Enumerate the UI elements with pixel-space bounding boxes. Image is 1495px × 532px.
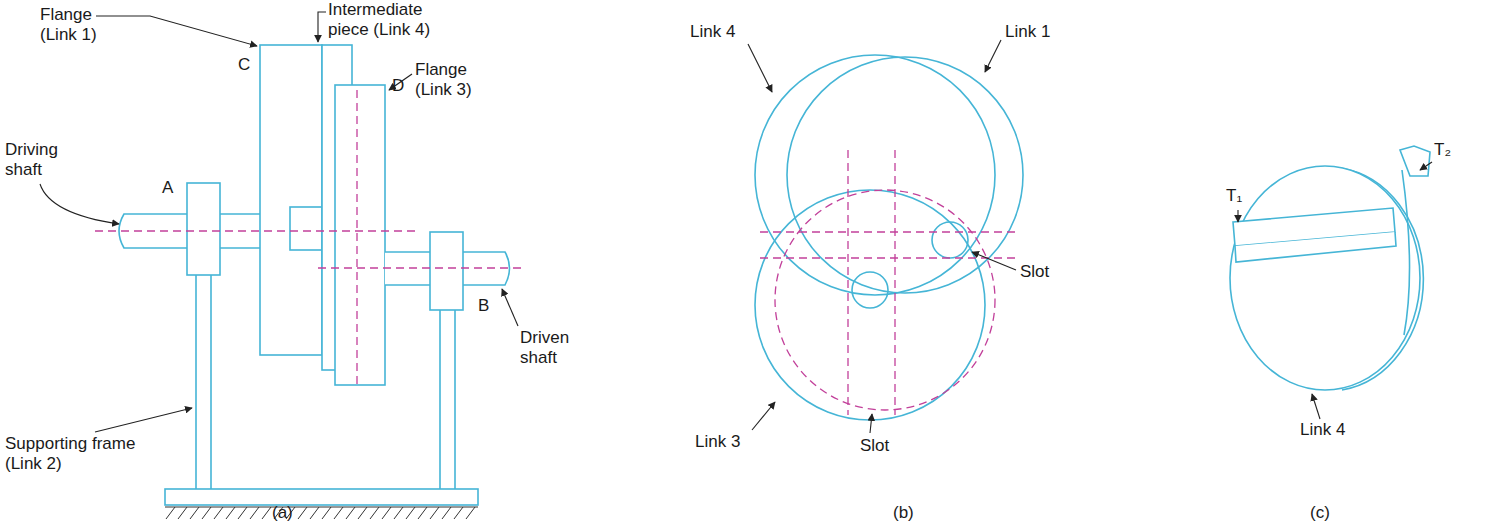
- part-label: Link 4: [690, 22, 735, 42]
- part-label: T₁: [1226, 186, 1242, 206]
- part-label: Slot: [860, 436, 889, 456]
- part-label: C: [238, 55, 250, 75]
- part-label: B: [478, 296, 489, 316]
- part-label: Slot: [1020, 262, 1049, 282]
- part-label: Link 1: [1005, 22, 1050, 42]
- part-label: T₂: [1434, 140, 1451, 160]
- part-label: Driving shaft: [5, 140, 80, 180]
- part-label: Flange (Link 3): [415, 60, 500, 100]
- part-label: Intermediate piece (Link 4): [328, 0, 438, 40]
- leader-lines: [40, 12, 1432, 433]
- intermediate-piece-view: [1230, 146, 1430, 390]
- part-label: Flange (Link 1): [40, 5, 125, 45]
- part-label: Link 4: [1300, 420, 1345, 440]
- centre-lines: [95, 90, 522, 385]
- part-label: Link 3: [695, 432, 740, 452]
- part-label: Supporting frame (Link 2): [5, 434, 145, 474]
- part-label: Driven shaft: [520, 328, 595, 368]
- part-label: D: [392, 76, 404, 96]
- slot-lines: [760, 150, 1015, 415]
- part-label: (a): [272, 503, 293, 523]
- part-label: (b): [893, 503, 914, 523]
- side-view: [119, 45, 510, 519]
- part-label: (c): [1310, 503, 1330, 523]
- front-view: [755, 55, 1023, 420]
- part-label: A: [162, 178, 173, 198]
